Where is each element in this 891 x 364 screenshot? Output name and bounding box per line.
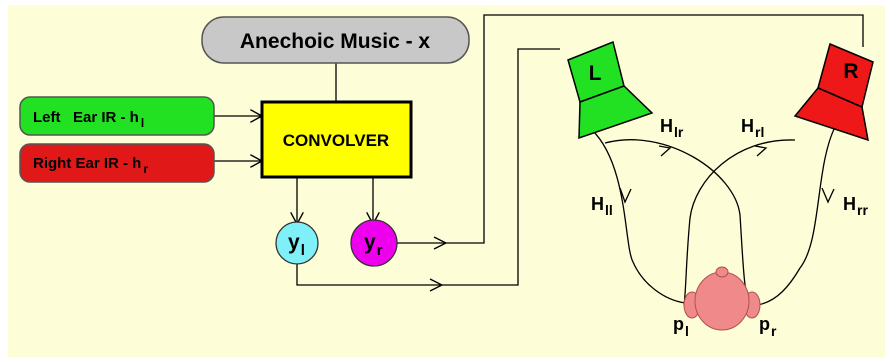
yr-label: y	[364, 231, 376, 254]
hrl-label: H	[741, 116, 754, 136]
yr-arrowhead	[433, 236, 448, 250]
svg-text:Hrl: Hrl	[741, 116, 764, 140]
svg-text:Hll: Hll	[591, 194, 613, 218]
head-shape	[694, 271, 750, 331]
hrr-arrowhead	[821, 187, 835, 204]
pr-subscript: r	[771, 323, 777, 339]
yr-to-right-speaker-line	[397, 14, 864, 244]
yl-output-circle: yl	[275, 221, 319, 265]
pr-label: p	[759, 314, 770, 334]
speaker-r-label: R	[843, 60, 858, 83]
yr-subscript: r	[377, 242, 383, 259]
hrr-subscript: rr	[857, 202, 868, 218]
nose	[715, 266, 729, 278]
pl-label: p	[673, 314, 684, 334]
hlr-label: H	[660, 116, 673, 136]
left-ir-label: Left Ear IR - h	[33, 109, 139, 126]
convolver-box: CONVOLVER	[260, 100, 413, 179]
left-speaker-cone	[578, 85, 654, 140]
hlr-arrowhead	[658, 145, 672, 157]
yr-output-circle: yr	[350, 219, 398, 267]
path-hll	[591, 129, 686, 304]
hrl-arrowhead	[754, 145, 768, 157]
hll-arrowhead	[619, 187, 632, 204]
path-hrr	[756, 124, 837, 306]
pl-subscript: l	[685, 323, 689, 339]
svg-text:pl: pl	[673, 314, 689, 339]
right-speaker-cone	[793, 87, 869, 142]
hll-label: H	[591, 194, 604, 214]
right-speaker: R	[793, 42, 874, 142]
convolver-label: CONVOLVER	[283, 131, 389, 150]
right-ir-label: Right Ear IR - h	[33, 155, 141, 172]
left-speaker: L	[567, 40, 654, 140]
anechoic-source-box: Anechoic Music - x	[201, 16, 470, 64]
listener-head	[683, 266, 761, 331]
left-ir-subscript: l	[141, 116, 144, 130]
yl-to-left-speaker-line	[296, 48, 560, 286]
path-hrl	[683, 139, 796, 306]
yl-label: y	[288, 231, 300, 254]
svg-text:yl: yl	[288, 231, 305, 259]
hrr-label: H	[843, 194, 856, 214]
hlr-subscript: lr	[674, 124, 684, 140]
hrl-subscript: rl	[755, 124, 764, 140]
svg-text:Left Ear IR - hl: Left Ear IR - hl	[33, 109, 144, 130]
speaker-l-label: L	[589, 62, 602, 85]
right-ir-subscript: r	[143, 162, 148, 176]
svg-text:pr: pr	[759, 314, 777, 339]
hll-subscript: ll	[605, 202, 613, 218]
svg-text:Right Ear IR - hr: Right Ear IR - hr	[33, 155, 148, 176]
yl-subscript: l	[301, 242, 305, 259]
svg-text:Hrr: Hrr	[843, 194, 868, 218]
svg-text:yr: yr	[364, 231, 383, 259]
source-label: Anechoic Music - x	[240, 30, 431, 53]
yl-arrowhead	[429, 278, 444, 292]
svg-text:Hlr: Hlr	[660, 116, 684, 140]
